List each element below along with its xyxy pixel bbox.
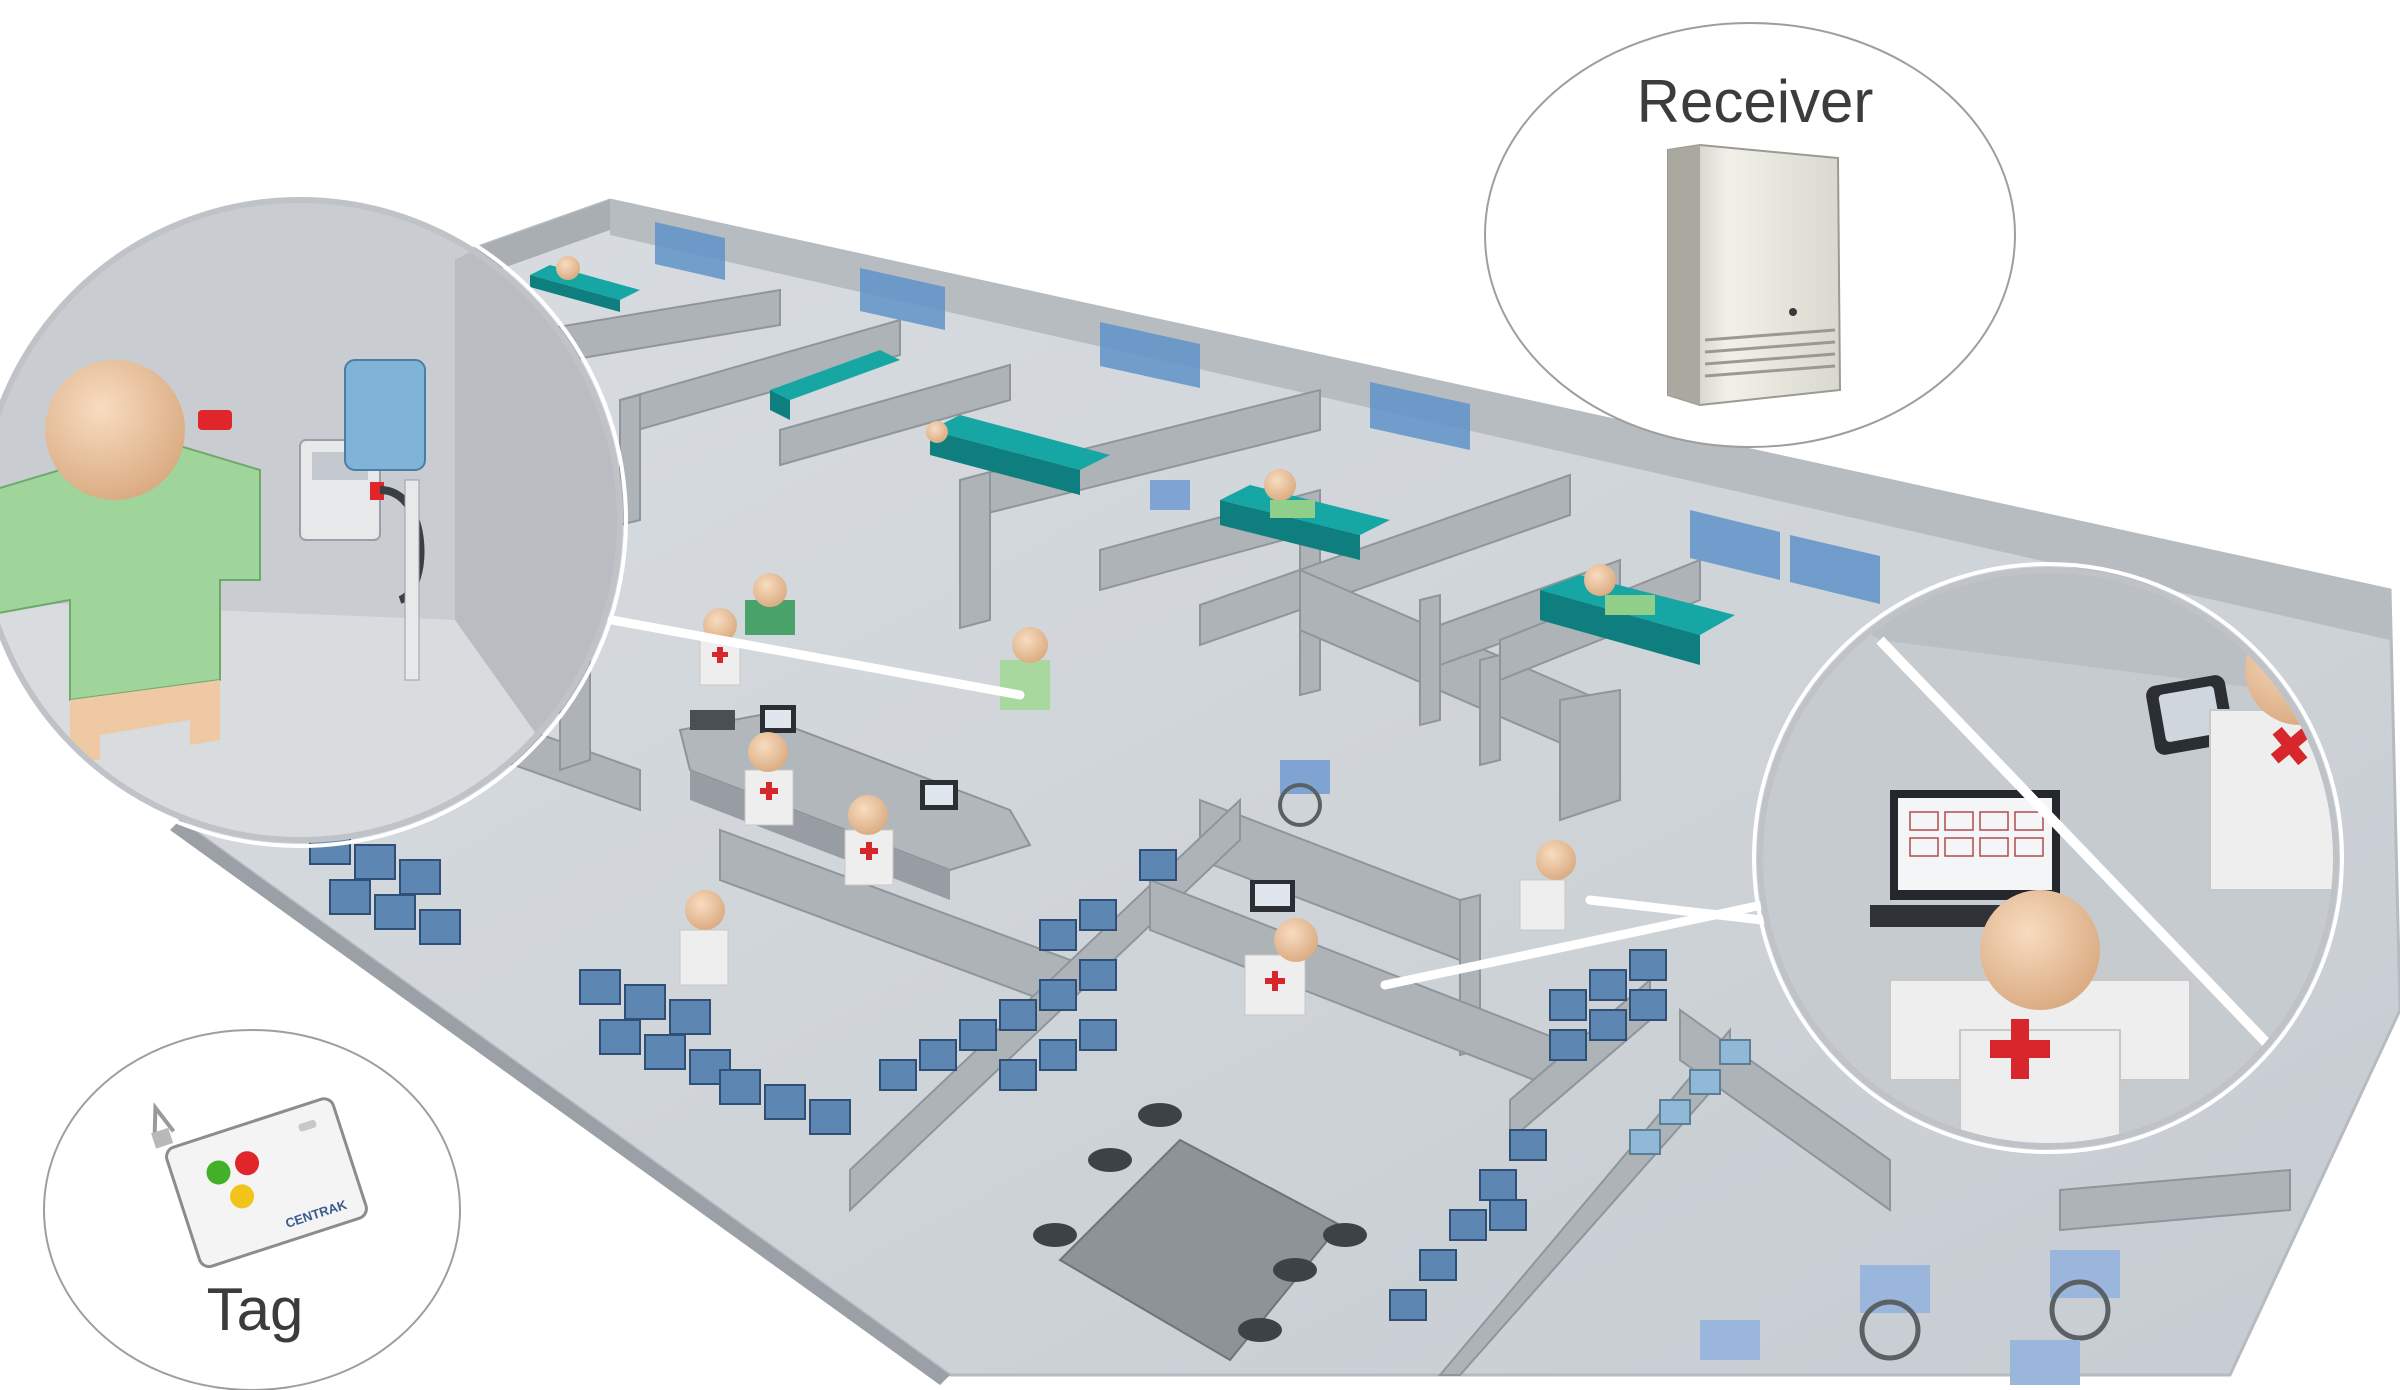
patient-beds <box>530 256 1735 665</box>
wheelchair-icon <box>1700 1320 1760 1360</box>
person-figure-icon <box>679 890 729 986</box>
badge-tag-icon: CENTRAK <box>151 1097 368 1269</box>
wall-dispenser-icon <box>299 359 426 681</box>
storage-shelves <box>309 829 1667 1321</box>
staff-figure-icon <box>1889 890 2191 1146</box>
wheelchair-icon <box>1150 480 1190 510</box>
computer-monitor-icon <box>760 705 796 733</box>
staff-zoom-callout <box>1752 562 2344 1154</box>
person-figure-icon <box>699 608 741 686</box>
receiver-callout: Receiver <box>1484 22 2016 448</box>
wheelchair-icon <box>1859 1265 1930 1361</box>
tag-callout: CENTRAK Tag <box>43 1029 461 1390</box>
window-row <box>655 222 1880 604</box>
receiver-device-icon <box>1667 143 1842 407</box>
wheelchair-icon <box>2010 1340 2080 1385</box>
equipment-row <box>1629 1039 1751 1155</box>
hospital-bed-icon <box>926 415 1110 495</box>
wheelchairs <box>1150 480 2120 1385</box>
person-figure-icon <box>844 795 894 886</box>
person-figure-icon <box>1519 840 1576 931</box>
person-figure-icon <box>1000 627 1050 710</box>
people <box>679 573 1576 1016</box>
person-figure-icon <box>745 573 795 635</box>
wheelchair-icon <box>2049 1250 2120 1341</box>
person-figure-icon <box>1244 880 1318 1016</box>
hospital-bed-icon <box>1220 469 1390 560</box>
callout-connectors <box>607 615 1767 990</box>
person-figure-icon <box>744 732 794 826</box>
receiver-label: Receiver <box>1637 68 1874 135</box>
hospital-bed-icon <box>770 350 900 420</box>
wheelchair-icon <box>1278 760 1330 827</box>
wrist-tag-icon <box>198 410 232 430</box>
hospital-bed-icon <box>530 256 640 312</box>
computer-monitor-icon <box>920 780 958 810</box>
patient-figure-icon <box>0 360 261 760</box>
meeting-table <box>1033 1103 1367 1362</box>
tag-label: Tag <box>207 1276 304 1343</box>
hospital-bed-icon <box>1540 564 1735 665</box>
